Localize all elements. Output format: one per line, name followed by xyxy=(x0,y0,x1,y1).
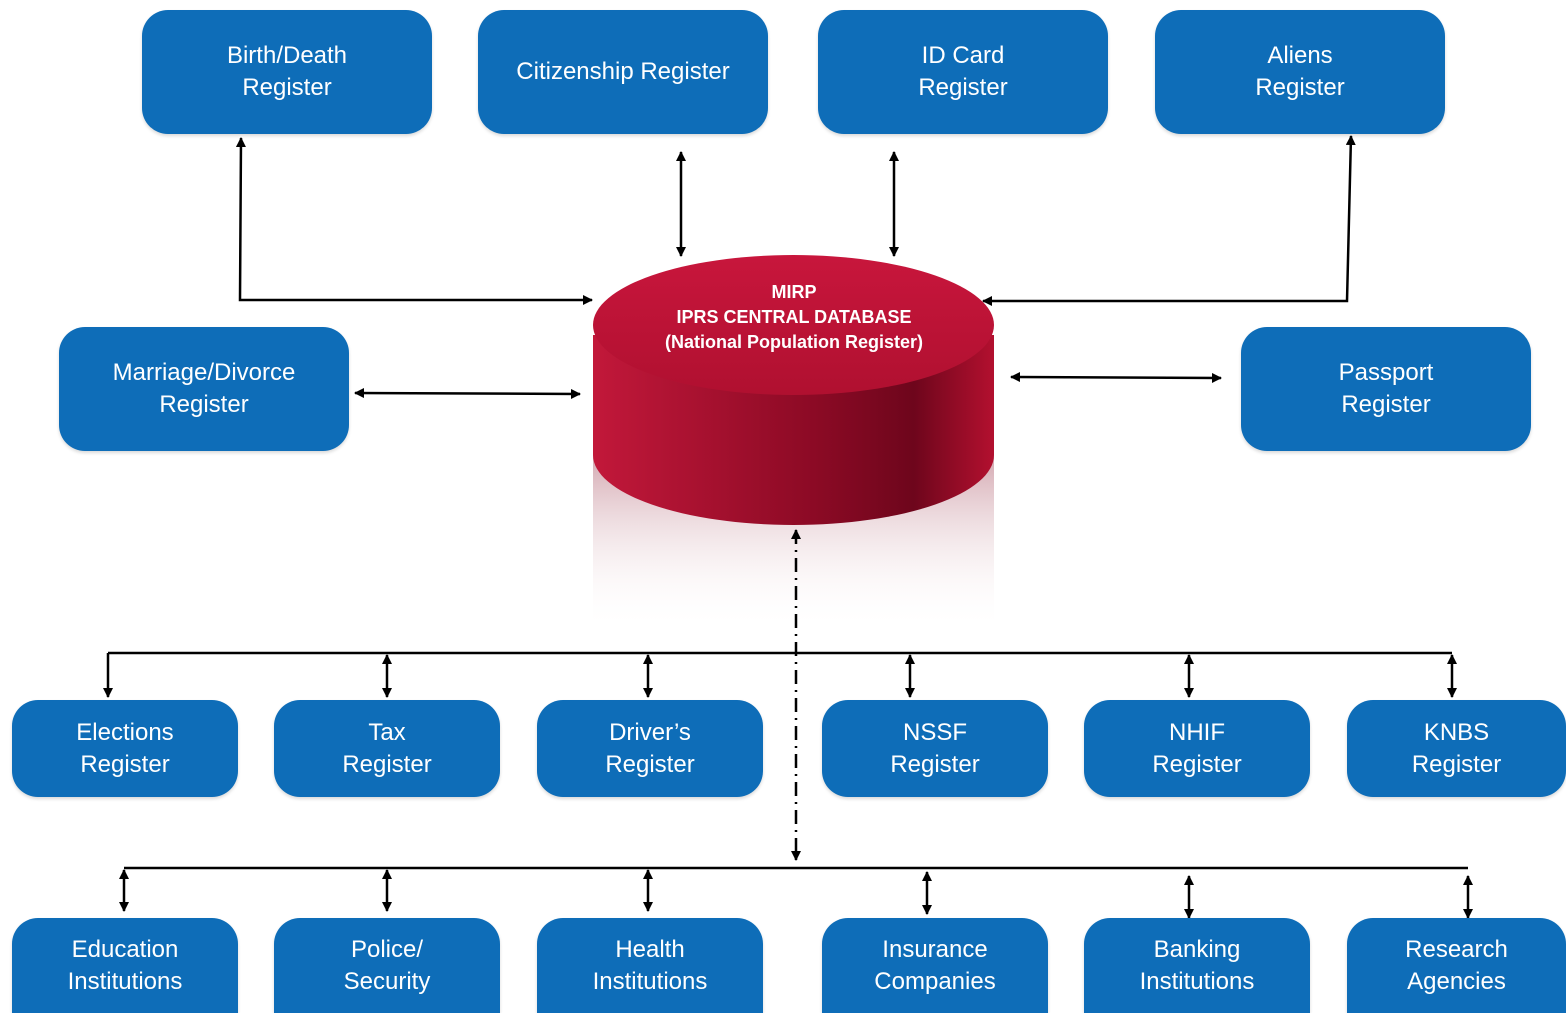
database-label: MIRP IPRS CENTRAL DATABASE (National Pop… xyxy=(595,280,993,355)
id-card-register-box: ID Card Register xyxy=(818,10,1108,134)
link-birth-death xyxy=(235,137,593,305)
banking-institutions-box: Banking Institutions xyxy=(1084,918,1310,1013)
box-label: Health xyxy=(615,935,685,963)
database-cylinder xyxy=(593,255,994,630)
box-label: Institutions xyxy=(1139,967,1255,995)
box-label: Elections xyxy=(76,718,174,746)
box-label: Companies xyxy=(874,967,996,995)
box-label: Research xyxy=(1405,935,1508,963)
citizenship-register-box: Citizenship Register xyxy=(478,10,768,134)
box-label: Education xyxy=(71,935,179,963)
box-label: Tax xyxy=(368,718,406,746)
tax-register-box: Tax Register xyxy=(274,700,500,797)
box-label: Register xyxy=(80,750,170,778)
nhif-register-box: NHIF Register xyxy=(1084,700,1310,797)
box-label: Aliens xyxy=(1267,42,1333,69)
box-label: Register xyxy=(1341,391,1431,418)
nssf-register-box: NSSF Register xyxy=(822,700,1048,797)
education-institutions-box: Education Institutions xyxy=(12,918,238,1013)
box-label: Driver’s xyxy=(609,718,691,746)
box-label: Register xyxy=(605,750,695,778)
research-agencies-box: Research Agencies xyxy=(1347,918,1566,1013)
box-label: Marriage/Divorce xyxy=(112,359,296,386)
box-label: Register xyxy=(1411,750,1502,778)
passport-register-box: Passport Register xyxy=(1241,327,1531,451)
box-label: Banking xyxy=(1153,935,1241,963)
birth-death-register-box: Birth/Death Register xyxy=(142,10,432,134)
box-label: Passport xyxy=(1338,359,1434,386)
insurance-companies-box: Insurance Companies xyxy=(822,918,1048,1013)
elections-register-box: Elections Register xyxy=(12,700,238,797)
box-label: NSSF xyxy=(902,718,967,746)
database-title: MIRP xyxy=(771,282,817,302)
marriage-divorce-register-box: Marriage/Divorce Register xyxy=(59,327,349,451)
box-label: Register xyxy=(242,74,332,101)
box-label: Register xyxy=(1152,750,1242,778)
link-marriage xyxy=(354,388,581,399)
link-passport xyxy=(1010,372,1222,383)
box-label: Birth/Death xyxy=(226,42,348,69)
box-label: Citizenship Register xyxy=(516,58,730,85)
box-label: Insurance xyxy=(882,935,988,963)
police-security-box: Police/ Security xyxy=(274,918,500,1013)
box-label: NHIF xyxy=(1169,718,1225,746)
box-label: Register xyxy=(1255,74,1345,101)
drivers-register-box: Driver’s Register xyxy=(537,700,763,797)
box-label: Institutions xyxy=(67,967,183,995)
box-label: Police/ xyxy=(350,935,424,963)
box-label: ID Card xyxy=(921,42,1005,69)
database-name: IPRS CENTRAL DATABASE xyxy=(676,307,912,327)
box-label: Institutions xyxy=(592,967,708,995)
link-aliens xyxy=(982,135,1356,306)
box-label: Register xyxy=(890,750,980,778)
box-label: Agencies xyxy=(1407,967,1506,995)
knbs-register-box: KNBS Register xyxy=(1347,700,1566,797)
database-subtitle: (National Population Register) xyxy=(664,332,923,352)
health-institutions-box: Health Institutions xyxy=(537,918,763,1013)
box-label: KNBS xyxy=(1423,718,1490,746)
box-label: Security xyxy=(343,967,431,995)
box-label: Register xyxy=(918,74,1008,101)
box-label: Register xyxy=(159,391,249,418)
aliens-register-box: Aliens Register xyxy=(1155,10,1445,134)
box-label: Register xyxy=(342,750,432,778)
